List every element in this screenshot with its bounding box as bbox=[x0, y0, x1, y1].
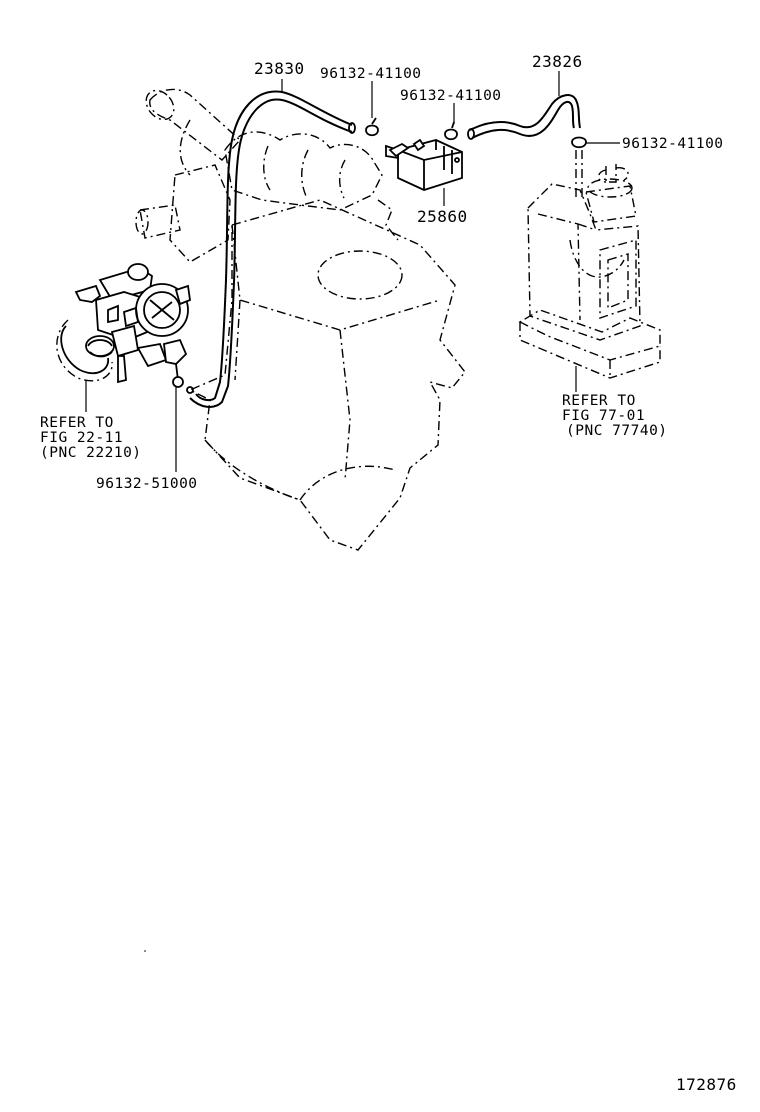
clamp-96132-51000 bbox=[172, 376, 194, 394]
clamp-96132-41100-b bbox=[444, 121, 458, 141]
hose-23826 bbox=[467, 94, 581, 140]
engine-outline bbox=[135, 88, 466, 551]
label-25860: 25860 bbox=[417, 207, 468, 226]
clamp-96132-41100-c bbox=[571, 136, 587, 149]
stray-dot bbox=[144, 950, 146, 952]
ref-throttle-line-1: REFER TO bbox=[40, 415, 114, 431]
label-96132-41100-a: 96132-41100 bbox=[320, 66, 422, 82]
leader-lines bbox=[85, 71, 620, 472]
label-96132-41100-c: 96132-41100 bbox=[622, 136, 724, 152]
ref-canister-line-2: FIG 77-01 bbox=[562, 408, 645, 424]
hose-23830 bbox=[189, 90, 356, 408]
ref-canister-line-1: REFER TO bbox=[562, 393, 636, 409]
label-23826: 23826 bbox=[532, 52, 583, 71]
charcoal-canister bbox=[518, 150, 661, 379]
ref-canister-line-3: (PNC 77740) bbox=[566, 423, 668, 439]
vsv-25860 bbox=[385, 138, 463, 191]
part-labels: 23830 96132-41100 96132-41100 23826 9613… bbox=[96, 52, 724, 492]
ref-throttle-line-3: (PNC 22210) bbox=[40, 445, 142, 461]
label-23830: 23830 bbox=[254, 59, 305, 78]
ref-canister: REFER TO FIG 77-01 (PNC 77740) bbox=[562, 393, 668, 439]
clamp-96132-41100-a bbox=[365, 117, 379, 137]
label-96132-41100-b: 96132-41100 bbox=[400, 88, 502, 104]
throttle-body bbox=[56, 263, 191, 384]
label-96132-51000: 96132-51000 bbox=[96, 476, 198, 492]
illustration-id: 172876 bbox=[676, 1075, 737, 1094]
ref-throttle: REFER TO FIG 22-11 (PNC 22210) bbox=[40, 415, 142, 461]
ref-throttle-line-2: FIG 22-11 bbox=[40, 430, 123, 446]
